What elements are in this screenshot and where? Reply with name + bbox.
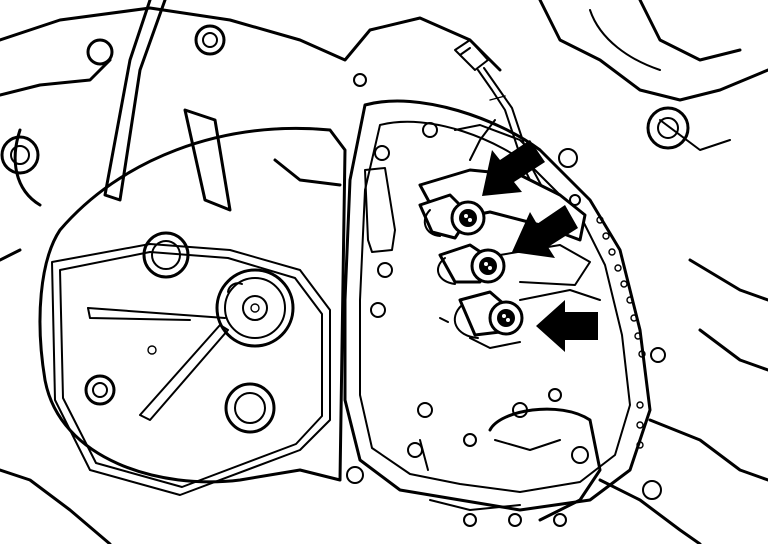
tubes xyxy=(103,0,342,212)
arrow-icon xyxy=(482,140,545,196)
arrow-icon xyxy=(512,205,578,258)
valve-body-plate xyxy=(343,73,666,512)
arrow-icon xyxy=(536,300,598,352)
lower-housing xyxy=(419,407,602,527)
wire-harness xyxy=(454,39,549,201)
side-cover xyxy=(38,126,347,496)
mounting-boss xyxy=(0,24,690,175)
